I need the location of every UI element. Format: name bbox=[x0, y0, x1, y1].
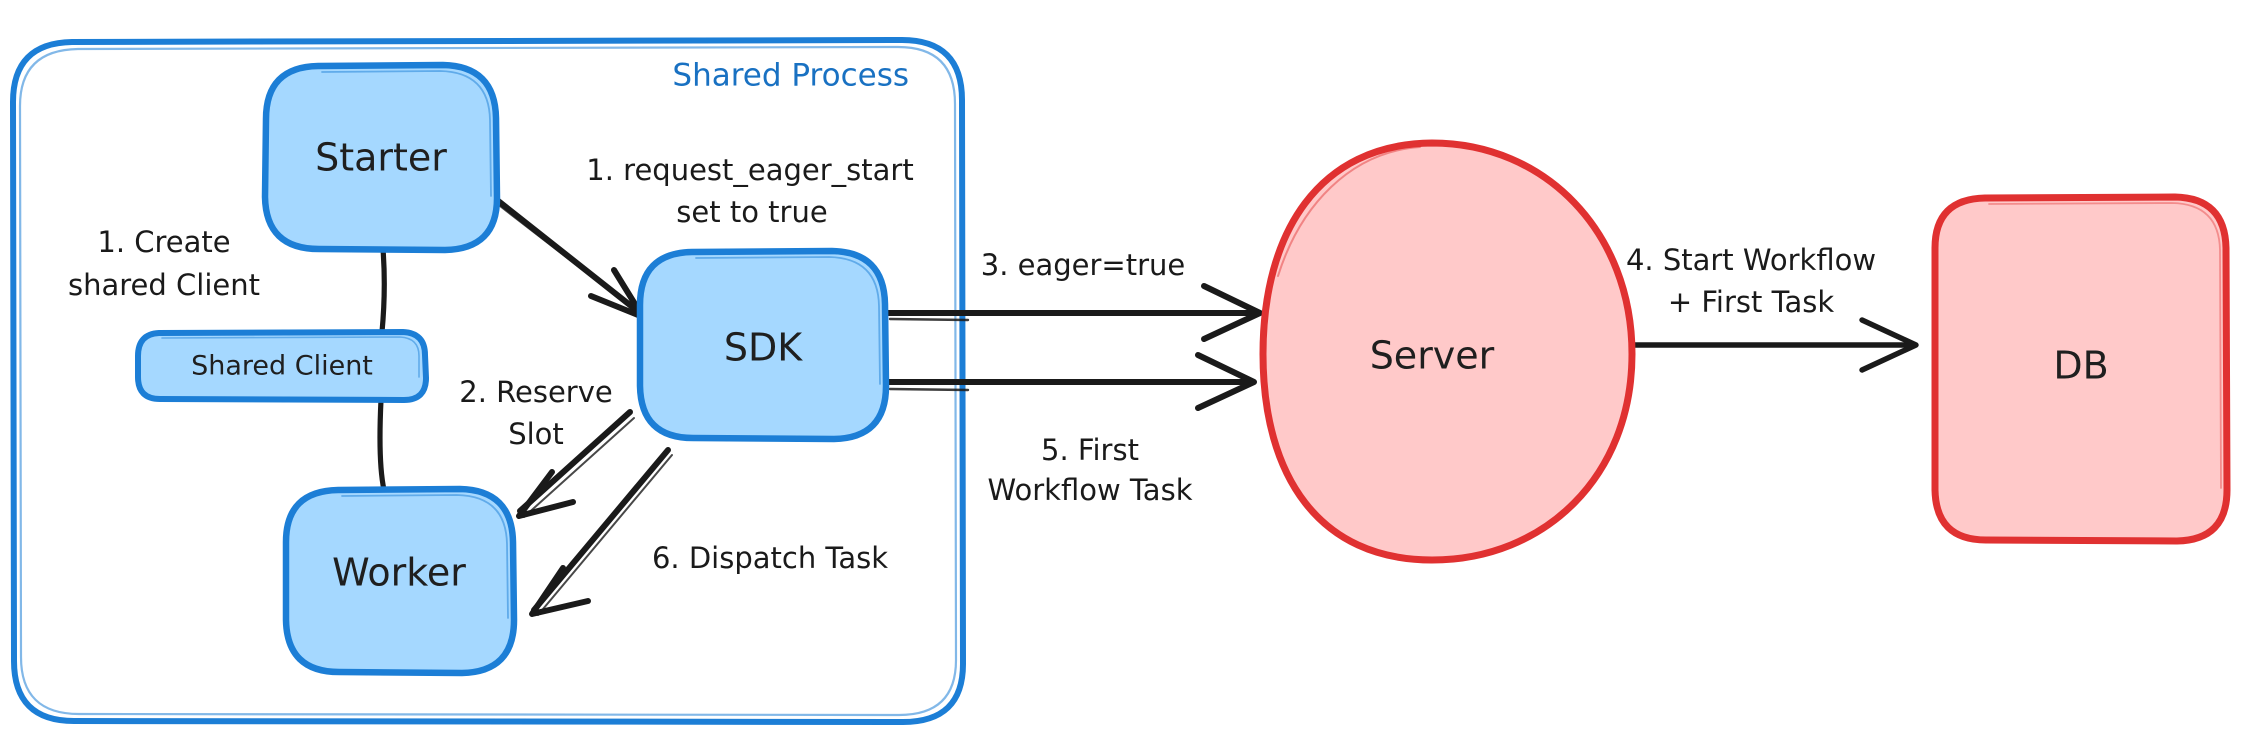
node-label-server: Server bbox=[1370, 334, 1495, 378]
edge-label-line-1: 5. First bbox=[1041, 433, 1139, 467]
edge-label-line-1: 6. Dispatch Task bbox=[652, 541, 888, 575]
edge-label-line-2: set to true bbox=[676, 195, 827, 229]
group-title-shared-process: Shared Process bbox=[672, 58, 909, 94]
edge-label-dispatch-task: 6. Dispatch Task bbox=[652, 541, 888, 575]
node-label-worker: Worker bbox=[332, 551, 466, 595]
edge-label-eager-true: 3. eager=true bbox=[981, 248, 1186, 282]
node-shape bbox=[135, 329, 429, 403]
node-label-sdk: SDK bbox=[724, 326, 803, 370]
edge-label-line-1: 1. Create bbox=[97, 225, 230, 259]
node-shared-client[interactable]: Shared Client bbox=[135, 329, 429, 403]
edge-line-sketch bbox=[523, 417, 635, 518]
edge-line bbox=[494, 197, 643, 316]
group-shared-process: Shared Process bbox=[10, 37, 966, 725]
node-shape-sketch bbox=[321, 70, 492, 197]
node-shape-sketch bbox=[1988, 202, 2222, 489]
edge-label-line-2: + First Task bbox=[1668, 285, 1835, 319]
edge-line bbox=[377, 397, 387, 493]
arrowhead-icon bbox=[516, 469, 576, 519]
node-shape-sketch bbox=[161, 336, 420, 378]
node-shape bbox=[1259, 139, 1636, 564]
node-db[interactable]: DB bbox=[1931, 193, 2231, 545]
node-shape bbox=[1931, 193, 2231, 545]
edge-line-sketch bbox=[499, 205, 646, 319]
arrowhead-icon bbox=[1859, 317, 1919, 373]
edge-reserve-slot bbox=[516, 409, 635, 519]
node-starter[interactable]: Starter bbox=[261, 61, 501, 254]
node-label-shared-client: Shared Client bbox=[191, 351, 373, 382]
edge-line-sketch bbox=[888, 387, 970, 392]
node-shape bbox=[261, 61, 501, 254]
edge-label-request-eager-start: 1. request_eager_start set to true bbox=[586, 153, 913, 229]
node-label-starter: Starter bbox=[315, 136, 447, 180]
node-sdk[interactable]: SDK bbox=[636, 247, 890, 443]
node-shape-sketch bbox=[341, 494, 509, 619]
edge-request-eager-start bbox=[494, 197, 646, 320]
edge-label-line-2: Workflow Task bbox=[988, 473, 1193, 507]
node-shape-sketch bbox=[1277, 146, 1421, 277]
arrowhead-icon bbox=[529, 565, 591, 617]
node-server[interactable]: Server bbox=[1259, 139, 1636, 564]
node-shape bbox=[636, 247, 890, 443]
edge-label-line-1: 4. Start Workflow bbox=[1626, 243, 1876, 277]
group-border-inner bbox=[18, 45, 958, 717]
edge-label-reserve-slot: 2. Reserve Slot bbox=[459, 375, 612, 451]
edge-shared-client-worker bbox=[377, 397, 387, 493]
edge-line-sketch bbox=[888, 317, 970, 322]
group-border-outer bbox=[10, 37, 966, 725]
arrowhead-icon bbox=[1201, 283, 1263, 342]
node-shape-sketch bbox=[695, 256, 881, 385]
edge-start-workflow bbox=[1631, 317, 1919, 373]
edge-label-line-2: shared Client bbox=[68, 268, 260, 302]
edge-line bbox=[531, 447, 671, 613]
edge-label-create-shared-client: 1. Create shared Client bbox=[68, 225, 260, 302]
edge-label-start-workflow: 4. Start Workflow + First Task bbox=[1626, 243, 1876, 319]
node-shape bbox=[282, 485, 518, 677]
edge-label-line-1: 2. Reserve bbox=[459, 375, 612, 409]
edge-starter-shared-client bbox=[379, 246, 387, 335]
edge-eager-true bbox=[885, 283, 1263, 342]
edge-label-line-1: 1. request_eager_start bbox=[586, 153, 913, 187]
edge-label-line-2: Slot bbox=[508, 417, 564, 451]
edge-label-first-workflow-task: 5. First Workflow Task bbox=[988, 433, 1193, 507]
edge-first-workflow-task bbox=[885, 352, 1257, 411]
edge-line bbox=[379, 246, 387, 335]
edge-label-line-1: 3. eager=true bbox=[981, 248, 1186, 282]
node-label-db: DB bbox=[2053, 344, 2108, 388]
arrowhead-icon bbox=[1195, 352, 1257, 411]
edge-dispatch-task bbox=[529, 447, 673, 617]
node-worker[interactable]: Worker bbox=[282, 485, 518, 677]
edge-line-sketch bbox=[537, 454, 673, 616]
